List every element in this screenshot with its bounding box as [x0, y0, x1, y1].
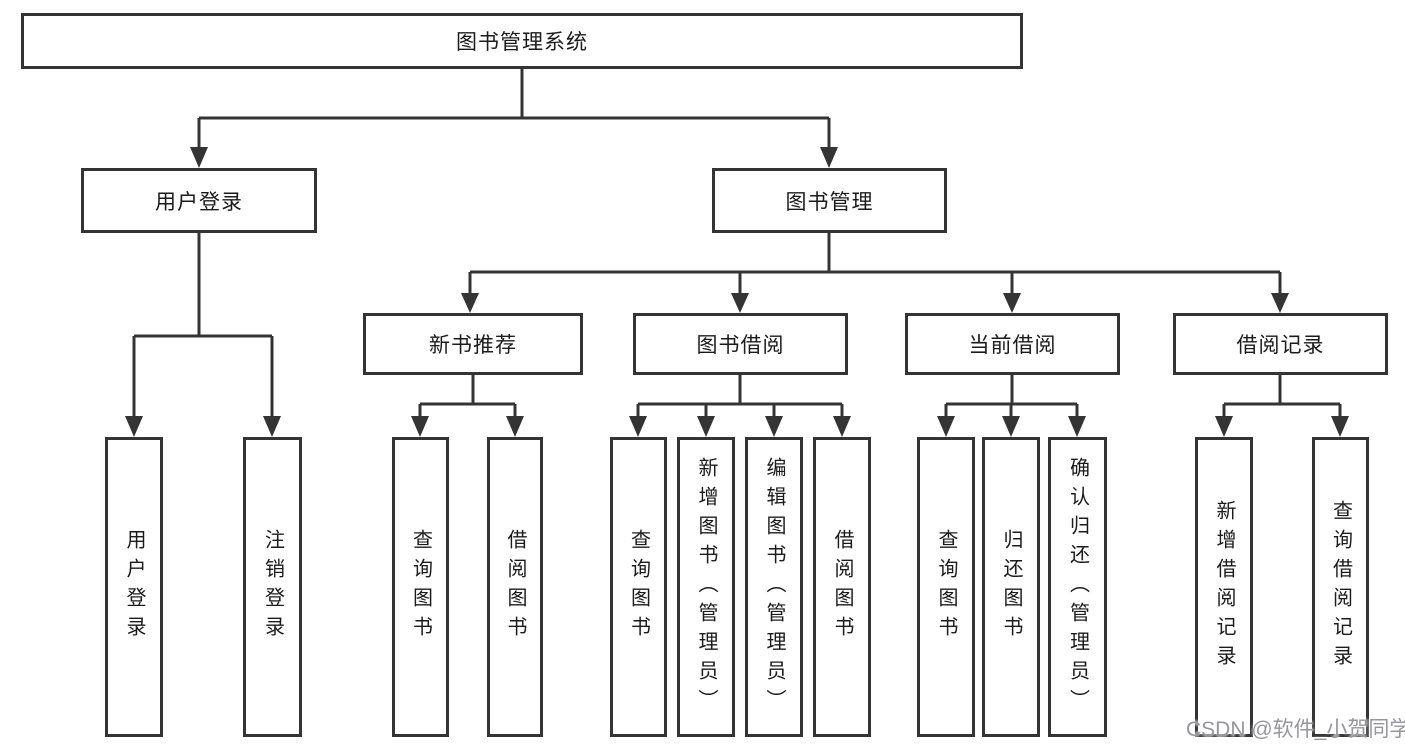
node-current-borrow: 当前借阅 [905, 313, 1120, 375]
node-book-borrow: 图书借阅 [633, 313, 848, 375]
node-label: 图书管理系统 [456, 31, 588, 54]
node-label: 用户登录 [123, 529, 145, 645]
leaf-borrow-borrow-books: 借阅图书 [813, 437, 871, 737]
connector-book-borrow-branch [629, 375, 851, 437]
leaf-borrow-query-books: 查询图书 [610, 437, 667, 737]
node-label: 新书推荐 [429, 334, 517, 357]
node-label: 新增借阅记录 [1213, 500, 1235, 674]
node-label: 用户登录 [155, 190, 243, 214]
node-label: 查询图书 [935, 529, 957, 645]
node-user-login: 用户登录 [81, 168, 317, 233]
node-label: 查询图书 [409, 529, 432, 645]
connector-root-to-level2 [190, 69, 838, 168]
connector-current-borrow-branch [937, 375, 1086, 437]
leaf-current-query-books: 查询图书 [917, 437, 975, 737]
node-label: 新增图书（管理员） [695, 456, 717, 718]
leaf-confirm-return-admin: 确认归还（管理员） [1048, 437, 1107, 737]
node-label: 图书管理 [785, 190, 874, 214]
leaf-add-books-admin: 新增图书（管理员） [677, 437, 735, 737]
connector-user-login-branch [125, 233, 281, 437]
leaf-user-login: 用户登录 [105, 437, 163, 737]
node-label: 图书借阅 [696, 334, 785, 357]
node-label: 当前借阅 [968, 334, 1057, 357]
node-library-management-system: 图书管理系统 [21, 13, 1023, 69]
node-book-management: 图书管理 [712, 168, 947, 233]
node-label: 查询借阅记录 [1329, 500, 1352, 674]
leaf-newbook-borrow-books: 借阅图书 [487, 437, 543, 737]
leaf-query-borrow-record: 查询借阅记录 [1312, 437, 1369, 737]
node-label: 借阅记录 [1236, 334, 1325, 357]
csdn-watermark: CSDN @软件_小贺同学 [1186, 718, 1405, 741]
node-label: 编辑图书（管理员） [763, 456, 785, 718]
node-label: 查询图书 [627, 529, 650, 645]
leaf-edit-books-admin: 编辑图书（管理员） [745, 437, 803, 737]
node-new-book-recommend: 新书推荐 [363, 313, 583, 375]
connector-new-book-branch [411, 375, 524, 437]
leaf-add-borrow-record: 新增借阅记录 [1195, 437, 1253, 737]
node-label: 归还图书 [1000, 529, 1022, 645]
connector-book-management-branch [461, 233, 1289, 313]
node-label: 注销登录 [261, 529, 284, 645]
node-label: 借阅图书 [504, 529, 526, 645]
node-borrow-records: 借阅记录 [1173, 313, 1388, 375]
leaf-return-books: 归还图书 [982, 437, 1040, 737]
node-label: 借阅图书 [831, 529, 853, 645]
leaf-newbook-query-books: 查询图书 [392, 437, 449, 737]
node-label: 确认归还（管理员） [1066, 456, 1089, 718]
connector-borrow-records-branch [1215, 375, 1349, 437]
leaf-logout-login: 注销登录 [243, 437, 302, 737]
